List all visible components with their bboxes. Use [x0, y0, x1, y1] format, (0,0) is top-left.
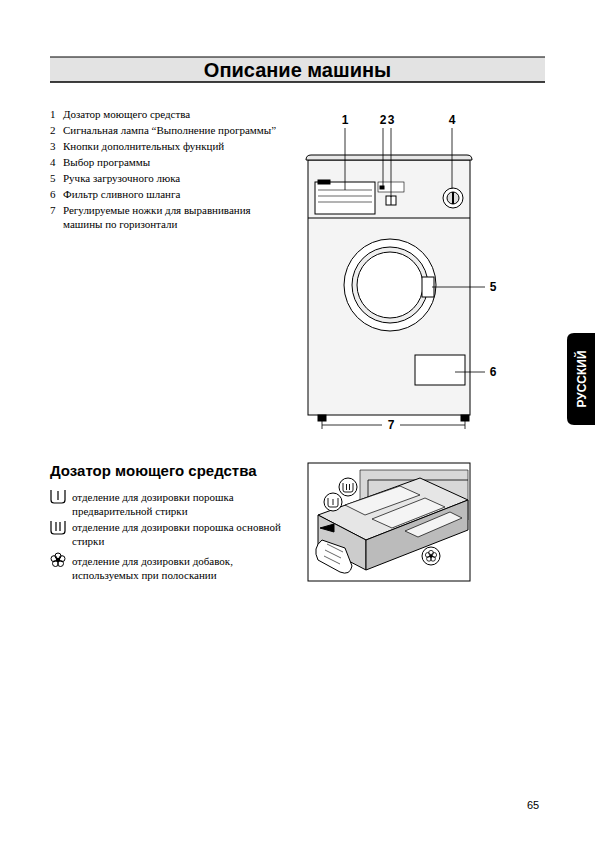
rule: [50, 57, 545, 58]
list-text: Ручка загрузочного люка: [63, 171, 180, 185]
compartment-icons: [51, 490, 65, 567]
page-title: Описание машины: [50, 58, 545, 82]
callout-number: 2: [380, 113, 387, 127]
leader-lines: [322, 128, 485, 429]
list-text: Выбор программы: [63, 155, 150, 169]
callout-number: 4: [449, 113, 456, 127]
compartment-text: отделение для дозировки порошка основной…: [72, 520, 287, 548]
page-number: 65: [527, 798, 539, 812]
section-heading: Дозатор моющего средства: [50, 462, 257, 480]
callout-number: 3: [388, 113, 395, 127]
washing-machine: [306, 155, 472, 421]
tab-text: РУССКИЙ: [575, 350, 589, 407]
callout-number: 6: [490, 365, 497, 379]
compartment-text: отделение для дозировки добавок, использ…: [72, 554, 287, 582]
list-number: 3: [50, 139, 56, 153]
list-text: Дозатор моющего средства: [63, 107, 190, 121]
language-tab: РУССКИЙ: [567, 333, 595, 425]
list-text: Сигнальная лампа “Выполнение программы”: [63, 123, 276, 137]
list-number: 1: [50, 107, 56, 121]
compartment-text: отделение для дозировки порошка предвари…: [72, 490, 287, 518]
list-number: 5: [50, 171, 56, 185]
dispenser-drawer: [308, 463, 470, 581]
list-number: 6: [50, 187, 56, 201]
title-band: [50, 57, 545, 82]
list-text: Регулируемые ножки для выравнивания маши…: [63, 203, 278, 231]
list-number: 7: [50, 203, 56, 217]
callout-number: 1: [342, 113, 349, 127]
list-text: Фильтр сливного шланга: [63, 187, 180, 201]
language-tab: [567, 333, 595, 425]
list-text: Кнопки дополнительных функций: [63, 139, 224, 153]
list-number: 2: [50, 123, 56, 137]
callout-number: 7: [388, 418, 395, 432]
rule: [50, 81, 545, 83]
callout-number: 5: [490, 280, 497, 294]
list-number: 4: [50, 155, 56, 169]
